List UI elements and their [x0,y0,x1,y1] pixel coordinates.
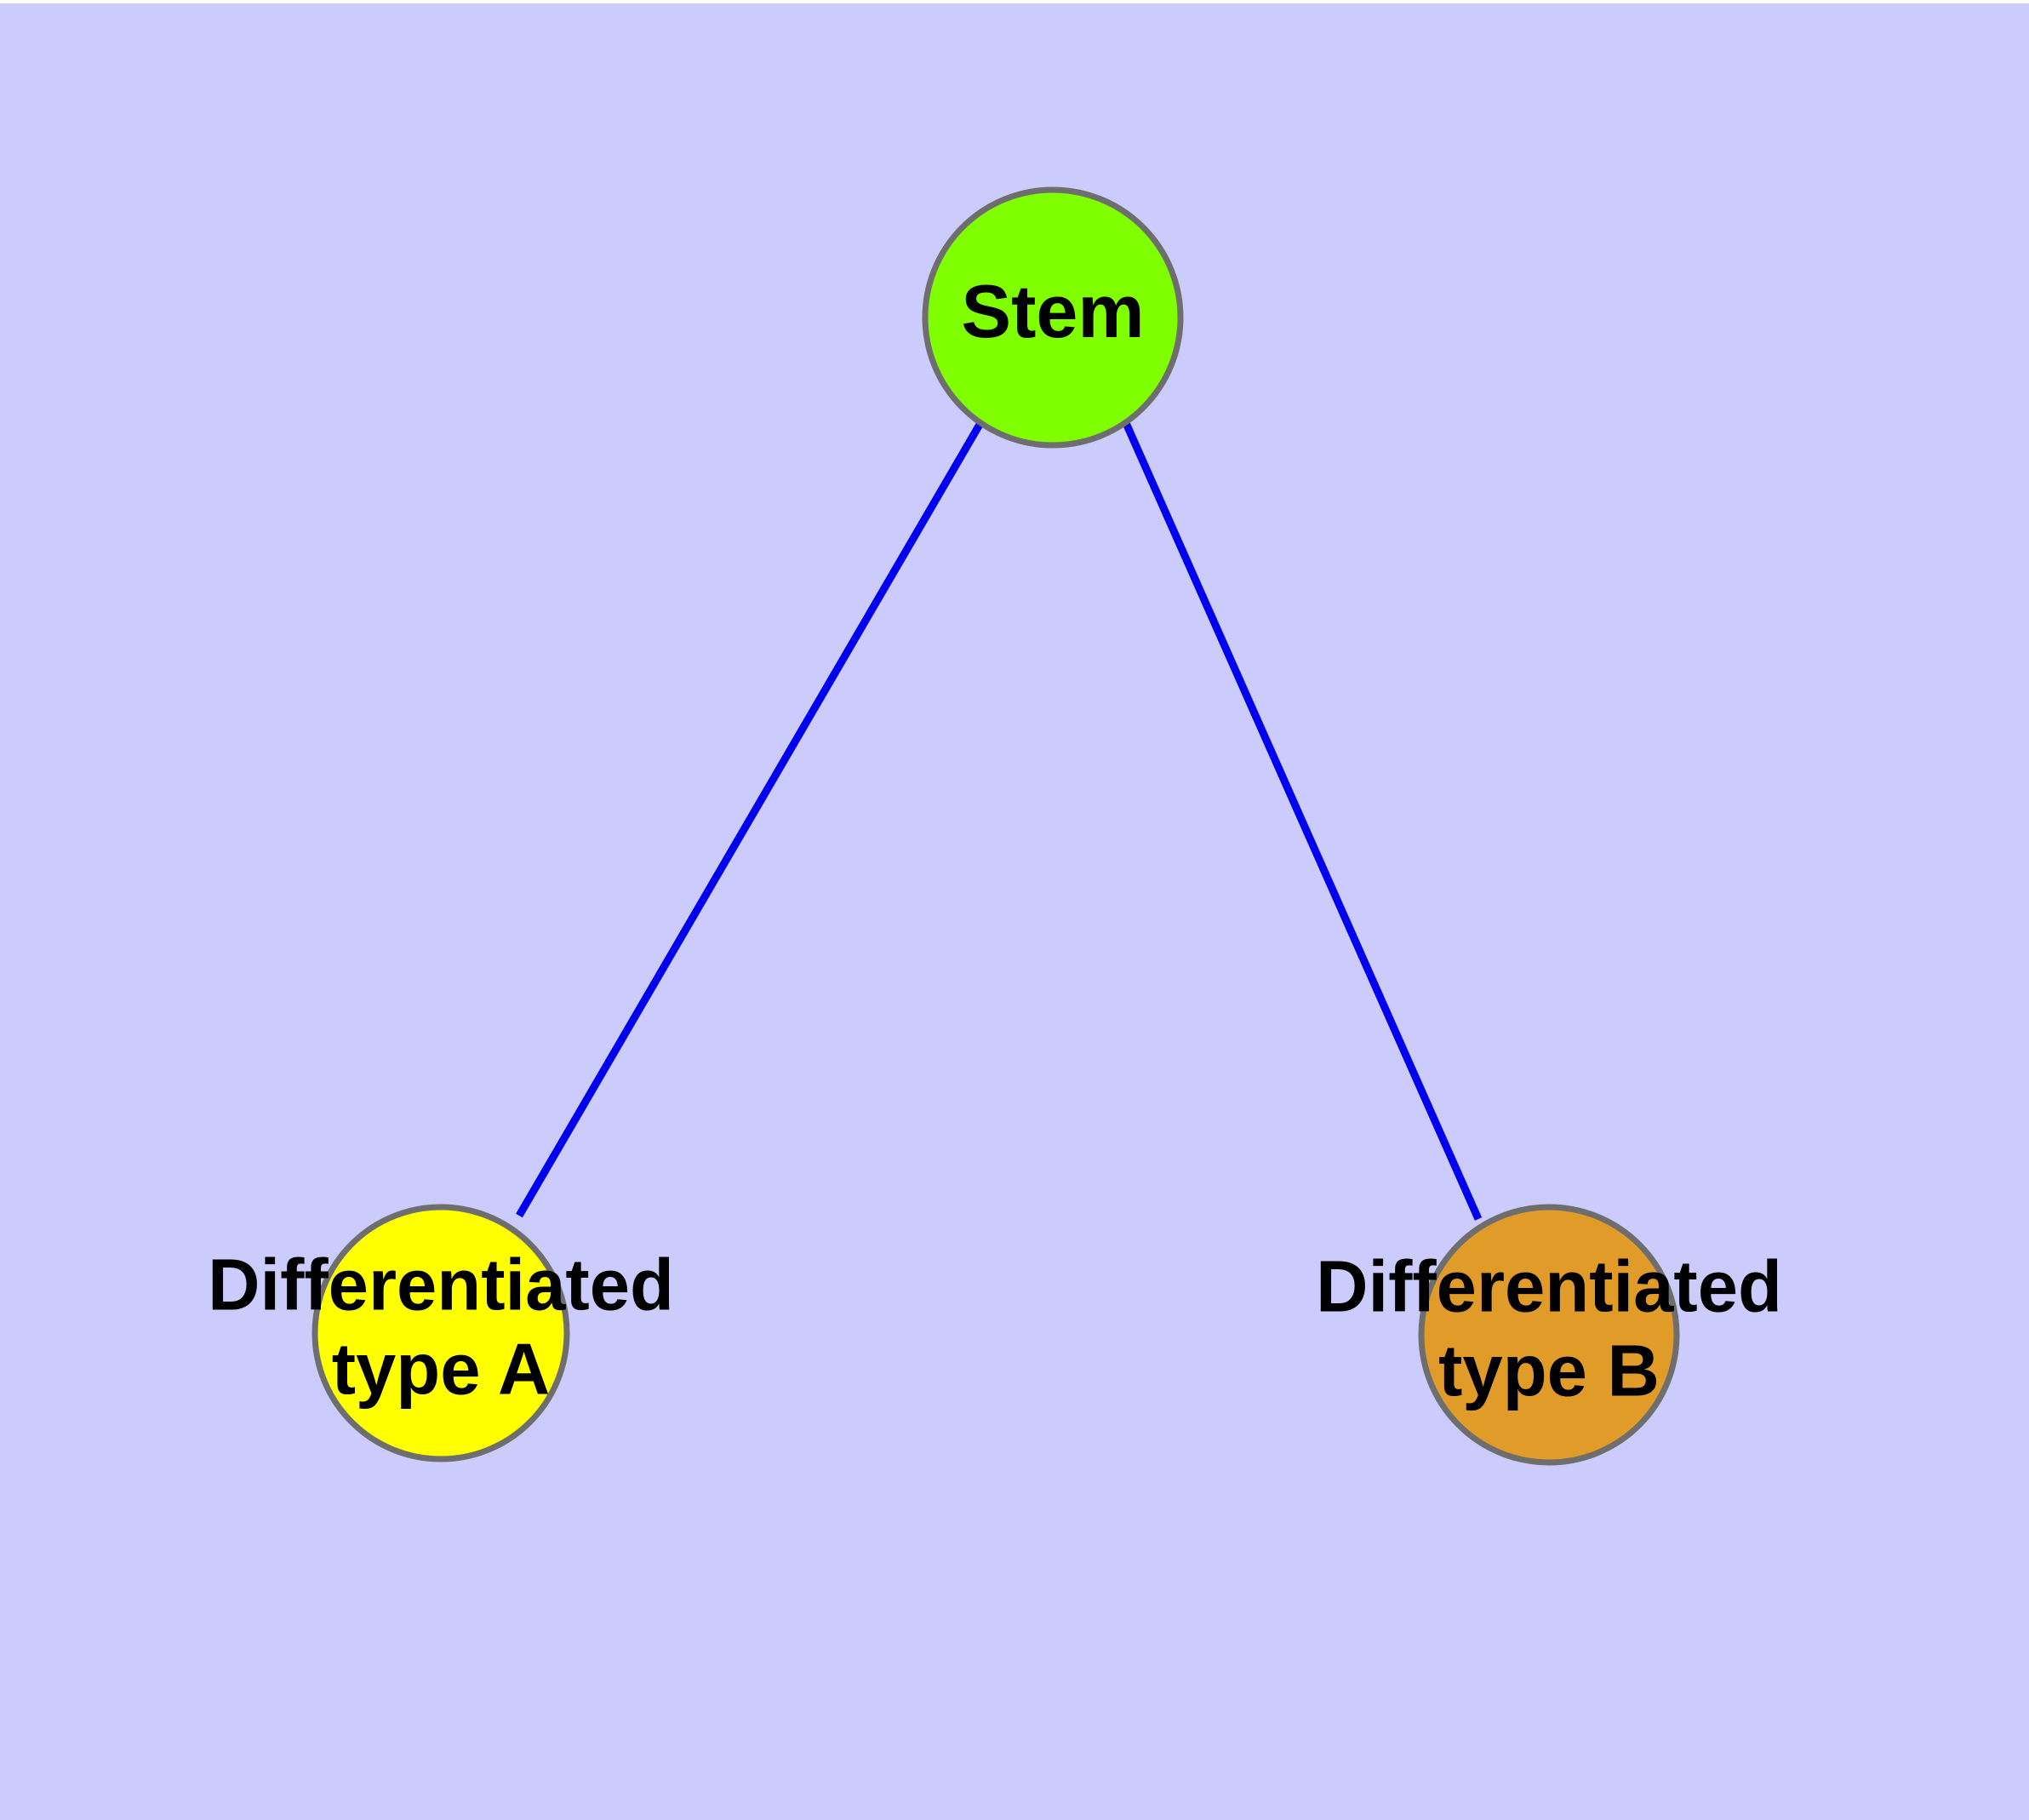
graph-node-label-stem: Stem [961,269,1144,353]
graph-node-diff_a[interactable] [311,1204,570,1462]
graph-node-stem[interactable] [922,186,1184,449]
graph-node-label-line: type A [332,1330,551,1411]
graph-node-label-line: type B [1438,1331,1660,1412]
graph-node-label-line: Stem [961,269,1144,353]
graph-node-label-line: Differentiated [208,1245,674,1326]
edges-layer [516,421,1483,1221]
graph-node-label-line: Differentiated [1316,1247,1782,1328]
graph-edge [516,421,984,1218]
graph-edge [1122,421,1483,1221]
graph-node-diff_b[interactable] [1418,1204,1680,1466]
